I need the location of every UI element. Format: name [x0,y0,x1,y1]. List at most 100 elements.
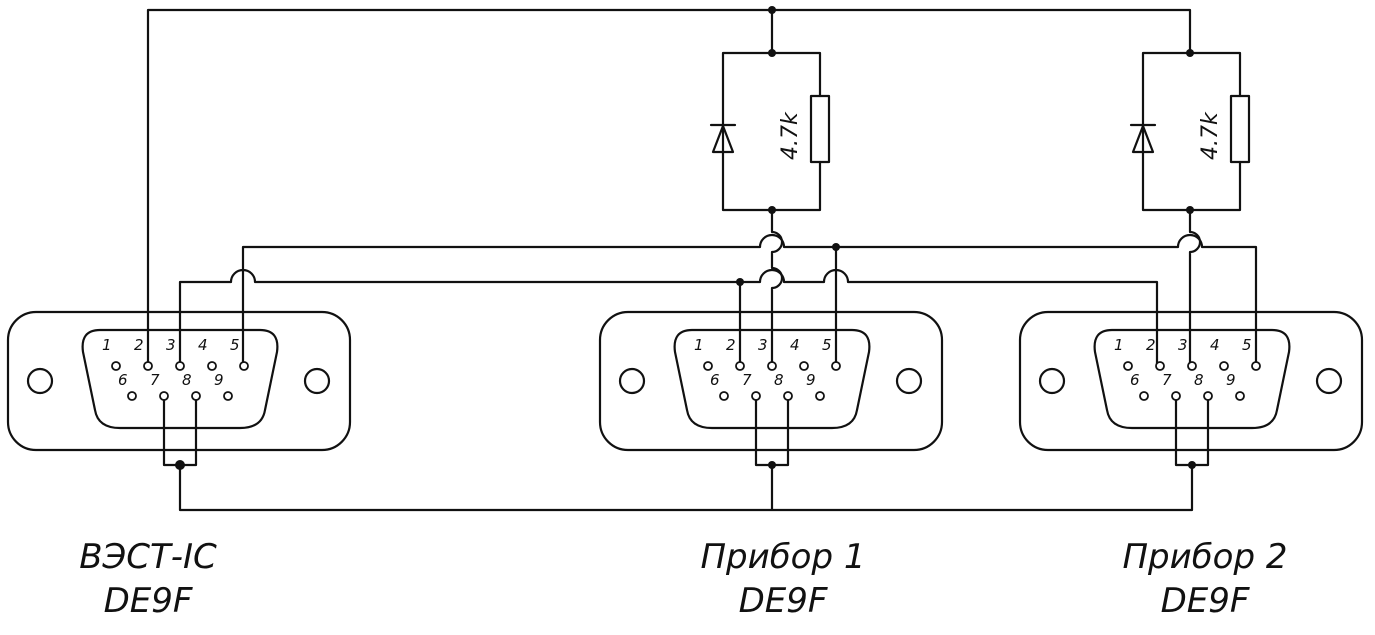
pin-number: 4 [1210,336,1220,354]
junction-dot [768,206,776,214]
junction-dot [1188,461,1196,469]
mounting-hole [303,367,331,395]
pin-5 [831,361,841,371]
junction-dot [768,461,776,469]
pin-2 [735,361,745,371]
connector-name-pribor2: Прибор 2 [1122,537,1287,577]
connector-face [81,328,279,430]
mounting-hole [895,367,923,395]
diode-1 [709,123,737,154]
wire-node2-pin3 [1188,208,1202,368]
pin-1 [111,361,121,371]
diode-2 [1129,123,1157,154]
pin-number: 9 [806,371,816,389]
pin-3 [1187,361,1197,371]
connector-face [1093,328,1291,430]
pin-number: 1 [102,336,112,354]
junction-dot [1186,49,1194,57]
pin-2 [143,361,153,371]
pin-number: 1 [1114,336,1124,354]
pin-number: 6 [1130,371,1140,389]
gnd-loop-vest [162,394,198,467]
pin-5 [1251,361,1261,371]
pin-number: 9 [1226,371,1236,389]
resistor-1: 4.7k [778,94,831,164]
pin-9 [815,391,825,401]
pin-4 [207,361,217,371]
junction-dot [736,278,744,286]
pin-number: 2 [726,336,736,354]
pin-3 [767,361,777,371]
pin-8 [783,391,793,401]
pin-number: 8 [774,371,784,389]
wire-pin5-bus [241,233,1258,368]
junction-dot [832,243,840,251]
pin-5 [239,361,249,371]
pin-8 [1203,391,1213,401]
pin-4 [1219,361,1229,371]
connector-face [673,328,871,430]
pin-1 [703,361,713,371]
resistor-body [809,94,831,164]
connector-type-pribor2: DE9F [1161,581,1250,621]
pin-number: 6 [710,371,720,389]
pin-number: 2 [1146,336,1156,354]
pin-7 [1171,391,1181,401]
connector-name-vest: ВЭСТ-IC [79,537,217,577]
pin-number: 1 [694,336,704,354]
wires [146,8,1258,512]
pin-8 [191,391,201,401]
pin-number: 7 [150,371,160,389]
connector-type-pribor1: DE9F [739,581,828,621]
pullup-frame-1 [721,51,822,212]
pin-number: 7 [742,371,752,389]
pin-number: 4 [790,336,800,354]
mounting-hole [618,367,646,395]
resistor-2: 4.7k [1198,94,1251,164]
pin-number: 4 [198,336,208,354]
resistor-value-label: 4.7k [1198,111,1223,160]
pin-number: 2 [134,336,144,354]
mounting-hole [1315,367,1343,395]
junction-dot [1186,206,1194,214]
pin-7 [751,391,761,401]
connector-type-vest: DE9F [104,581,193,621]
pin-number: 5 [1242,336,1252,354]
pin-number: 3 [166,336,176,354]
pin-number: 5 [230,336,240,354]
pin-7 [159,391,169,401]
pin-number: 3 [1178,336,1188,354]
pin-6 [127,391,137,401]
mounting-hole [26,367,54,395]
pin-2 [1155,361,1165,371]
wire-ground-bus [178,463,1194,512]
pin-9 [1235,391,1245,401]
pin-6 [719,391,729,401]
connector-labels: ВЭСТ-IC DE9F Прибор 1 DE9F Прибор 2 DE9F [79,537,1287,621]
pin-number: 9 [214,371,224,389]
pin-6 [1139,391,1149,401]
wire-pin3-bus [178,268,1159,368]
pin-4 [799,361,809,371]
pin-number: 3 [758,336,768,354]
pin-number: 8 [1194,371,1204,389]
wire-top-bus [146,8,1192,368]
diode-triangle [1131,124,1155,154]
junctions [175,6,1196,470]
gnd-loop-p1 [754,394,790,467]
mounting-hole [1038,367,1066,395]
junction-dot [768,49,776,57]
pin-9 [223,391,233,401]
connector-name-pribor1: Прибор 1 [700,537,865,577]
gnd-loop-p2 [1174,394,1210,467]
pin-number: 8 [182,371,192,389]
junction-dot [768,6,776,14]
junction-dot [175,460,185,470]
diode-triangle [711,124,735,154]
wire-node1-pin3 [770,208,784,368]
pullup-frame-2 [1141,51,1242,212]
pin-3 [175,361,185,371]
